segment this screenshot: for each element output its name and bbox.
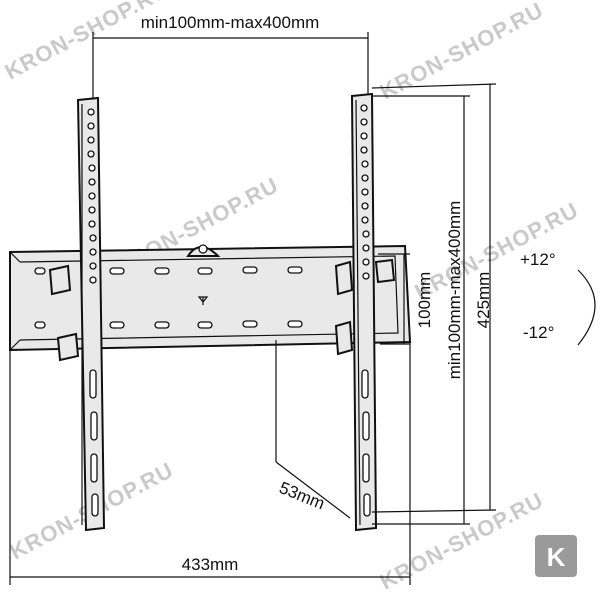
- tilt-down-label: -12°: [523, 323, 554, 342]
- kron-logo-letter: K: [547, 542, 566, 572]
- kron-logo: K: [535, 535, 577, 577]
- depth-label: 53mm: [277, 478, 328, 513]
- right-vertical-label: min100mm-max400mm: [445, 201, 464, 380]
- height-425-dimension: 425mm: [371, 83, 497, 513]
- height-100-label: 100mm: [415, 272, 434, 329]
- width-433-label: 433mm: [182, 555, 239, 574]
- right-vertical-arm: [334, 92, 396, 532]
- right-knob-bottom: [334, 320, 354, 356]
- top-width-label: min100mm-max400mm: [141, 13, 320, 32]
- wall-plate-slots: [34, 266, 303, 329]
- height-425-label: 425mm: [474, 272, 493, 329]
- tilt-up-label: +12°: [520, 250, 556, 269]
- watermark-middle-right: KRON-SHOP.RU: [411, 197, 583, 304]
- top-width-dimension: min100mm-max400mm: [92, 13, 369, 100]
- up-arrow-icon: [197, 296, 209, 305]
- left-knob-bottom: [56, 332, 80, 362]
- tilt-indicator: +12° -12°: [520, 250, 596, 346]
- right-knob-top: [334, 260, 354, 296]
- watermark-top-right: KRON-SHOP.RU: [376, 0, 548, 104]
- right-side-clip: [374, 258, 396, 284]
- right-arm-holes: [360, 104, 371, 517]
- height-100-dimension: 100mm: [378, 253, 434, 345]
- width-433-dimension: 433mm: [9, 342, 411, 585]
- left-vertical-arm: [48, 96, 106, 532]
- left-knob-top: [48, 264, 72, 296]
- right-vertical-dimension: min100mm-max400mm: [372, 95, 470, 525]
- left-arm-holes: [87, 108, 99, 517]
- watermark-bottom-right: KRON-SHOP.RU: [376, 487, 548, 594]
- depth-dimension: 53mm: [275, 340, 351, 519]
